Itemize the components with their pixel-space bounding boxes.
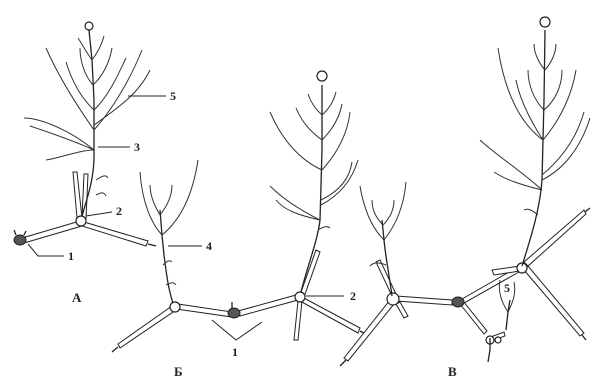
panel-label-b: Б bbox=[174, 364, 183, 379]
rhizome bbox=[176, 304, 232, 317]
node bbox=[76, 216, 86, 226]
callout-3: 3 bbox=[134, 140, 140, 154]
leader-line bbox=[86, 212, 112, 216]
rhizome bbox=[344, 300, 394, 361]
rhizome bbox=[82, 222, 148, 246]
callout-2: 2 bbox=[350, 289, 356, 303]
panel-b-drawing bbox=[112, 71, 366, 352]
seed bbox=[228, 308, 240, 318]
node bbox=[387, 293, 399, 305]
callout-5: 5 bbox=[170, 89, 176, 103]
rhizome bbox=[524, 210, 586, 266]
apical-bud bbox=[85, 22, 93, 30]
callout-1: 1 bbox=[232, 345, 238, 359]
rhizome bbox=[462, 268, 519, 303]
node bbox=[170, 302, 180, 312]
rhizome bbox=[294, 301, 302, 340]
rhizome bbox=[396, 302, 408, 318]
callout-2: 2 bbox=[116, 204, 122, 218]
apical-bud bbox=[540, 17, 550, 27]
rhizome bbox=[396, 296, 452, 305]
seed bbox=[452, 297, 464, 307]
callout-1: 1 bbox=[68, 249, 74, 263]
node bbox=[295, 292, 305, 302]
panel-label-v: В bbox=[448, 364, 457, 379]
callout-4: 4 bbox=[206, 239, 212, 253]
node bbox=[495, 337, 501, 343]
rhizome bbox=[376, 260, 396, 296]
panel-v-drawing bbox=[340, 17, 590, 366]
rhizome bbox=[73, 172, 82, 218]
apical-bud bbox=[317, 71, 327, 81]
rhizome bbox=[460, 301, 487, 334]
leader-line bbox=[212, 320, 262, 340]
leader-line bbox=[28, 244, 64, 256]
shoot bbox=[160, 210, 174, 306]
seed bbox=[14, 235, 26, 245]
rhizome bbox=[22, 221, 82, 243]
rhizome bbox=[524, 266, 584, 336]
callout-5: 5 bbox=[504, 281, 510, 295]
panel-label-a: А bbox=[72, 290, 82, 305]
rhizome bbox=[300, 250, 320, 297]
panel-a-drawing bbox=[14, 22, 156, 246]
rhizome bbox=[238, 295, 298, 316]
rhizome bbox=[118, 306, 176, 348]
